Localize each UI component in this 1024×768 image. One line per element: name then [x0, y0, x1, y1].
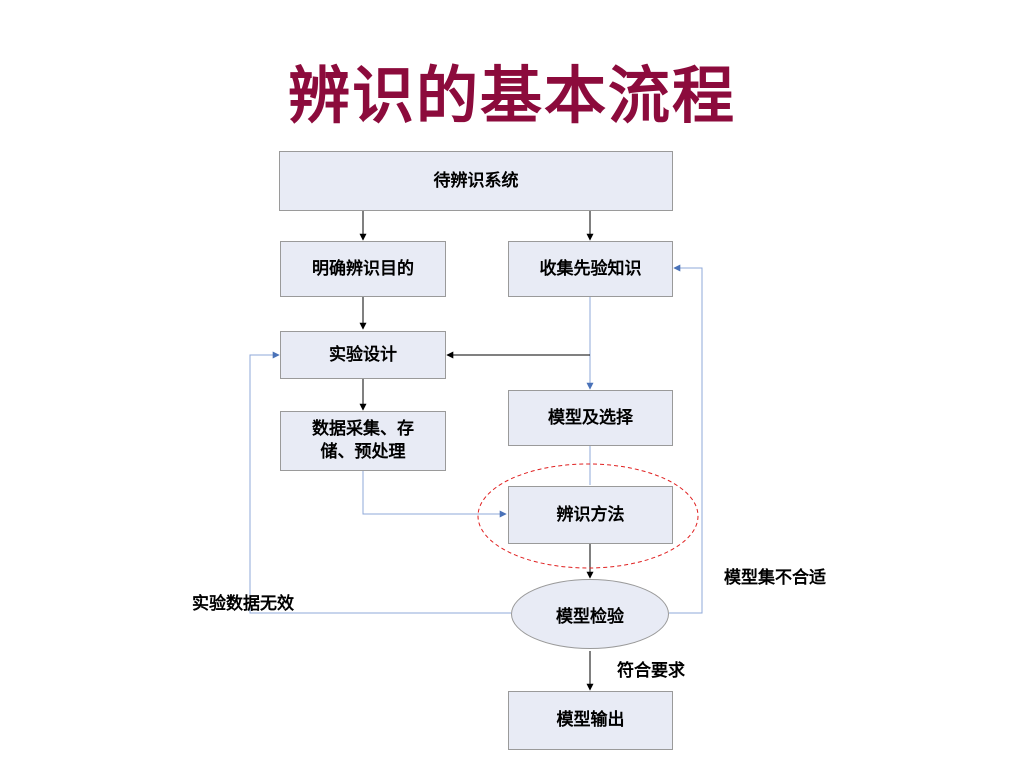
page-title: 辨识的基本流程	[287, 59, 736, 132]
node-data: 数据采集、存 储、预处理	[280, 411, 446, 471]
node-output: 模型输出	[508, 691, 673, 750]
node-validation: 模型检验	[511, 579, 669, 649]
node-prior-label: 收集先验知识	[539, 258, 642, 279]
method-highlight-ellipse	[477, 463, 699, 569]
edge-label-model-unsuitable: 模型集不合适	[724, 568, 826, 588]
node-data-label-line2: 储、预处理	[320, 442, 406, 462]
edge-label-meets-requirement: 符合要求	[617, 661, 685, 681]
arrow-data-to-method	[362, 471, 507, 518]
node-output-label: 模型输出	[556, 710, 625, 730]
node-system-label: 待辨识系统	[433, 170, 519, 191]
node-experiment: 实验设计	[280, 331, 446, 379]
node-method-label: 辨识方法	[556, 504, 625, 525]
node-system: 待辨识系统	[279, 151, 673, 211]
node-method: 辨识方法	[508, 486, 673, 544]
node-model-select: 模型及选择	[508, 390, 673, 446]
node-purpose-label: 明确辨识目的	[312, 258, 414, 279]
node-purpose: 明确辨识目的	[280, 241, 446, 297]
node-validation-label: 模型检验	[556, 606, 624, 627]
arrow-feedback-data-invalid	[249, 351, 511, 614]
node-model-select-label: 模型及选择	[548, 407, 633, 428]
arrow-feedback-model-unsuitable	[669, 264, 703, 614]
node-data-label-line1: 数据采集、存	[312, 419, 414, 439]
edge-label-data-invalid: 实验数据无效	[192, 594, 294, 614]
node-experiment-label: 实验设计	[329, 344, 397, 365]
node-prior: 收集先验知识	[508, 241, 673, 297]
